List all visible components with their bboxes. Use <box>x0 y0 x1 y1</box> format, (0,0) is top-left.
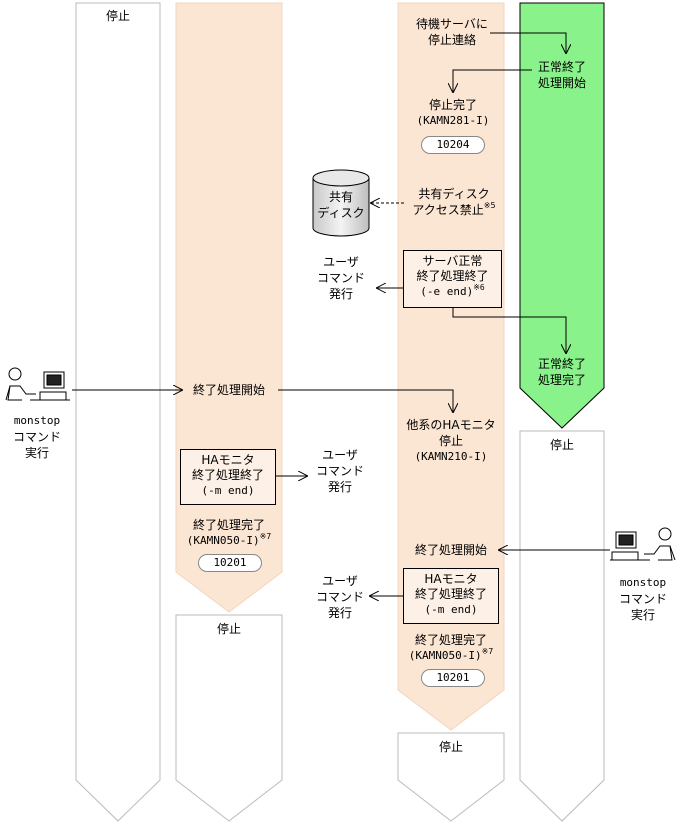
notify-standby-text: 待機サーバに 停止連絡 <box>416 17 488 47</box>
col2-end-complete-pill: 10201 <box>198 554 262 572</box>
column-4-stopped-arrow <box>519 430 605 822</box>
right-operator-icon <box>610 527 676 561</box>
other-ha-stop-text: 他系のHAモニタ 停止 (KAMN210-I) <box>406 418 496 463</box>
col3-end-complete-pill: 10201 <box>421 669 485 687</box>
user-command-label-upper: ユーザ コマンド 発行 <box>316 255 365 301</box>
arrow-server-end-to-col4 <box>452 308 566 353</box>
stop-complete-text: 停止完了 (KAMN281-I) <box>416 98 490 127</box>
user-command-label-middle: ユーザ コマンド 発行 <box>315 448 364 494</box>
right-operator-label: monstop コマンド 実行 <box>618 576 667 622</box>
column-3-stopped-arrow <box>397 732 505 822</box>
column-3-status: 停止 <box>438 740 463 754</box>
arrow-col4-to-stop-complete <box>453 69 532 92</box>
arrow-notify-to-col4 <box>490 32 566 53</box>
left-operator-label: monstop コマンド 実行 <box>12 414 61 460</box>
column-1-arrow <box>75 2 161 822</box>
column-1-status: 停止 <box>105 9 130 23</box>
column-2-stopped-arrow <box>175 614 283 822</box>
column-4-status: 停止 <box>549 438 574 452</box>
col3-end-start-text: 終了処理開始 <box>414 543 487 557</box>
shared-disk-label: 共有 ディスク <box>317 190 365 220</box>
col3-ha-end-box: HAモニタ 終了処理終了 (-m end) <box>403 568 499 624</box>
col2-end-start-text: 終了処理開始 <box>192 383 265 397</box>
stop-complete-pill: 10204 <box>421 136 485 154</box>
user-command-label-lower: ユーザ コマンド 発行 <box>315 574 364 620</box>
normal-end-complete-text: 正常終了 処理完了 <box>537 357 586 387</box>
column-4-active-arrow <box>519 2 605 429</box>
server-end-box: サーバ正常 終了処理終了 (-e end)※6 <box>403 250 502 308</box>
col2-end-complete-text: 終了処理完了 (KAMN050-I)※7 <box>186 518 272 547</box>
col3-end-complete-text: 終了処理完了 (KAMN050-I)※7 <box>408 633 494 662</box>
arrow-col2-to-col3 <box>278 389 453 412</box>
normal-end-start-text: 正常終了 処理開始 <box>537 60 586 90</box>
shared-disk-icon <box>312 169 370 237</box>
left-operator-icon <box>5 367 70 401</box>
disk-access-ban-text: 共有ディスク アクセス禁止※5 <box>412 187 496 217</box>
column-2-status: 停止 <box>216 622 241 636</box>
column-3-active-arrow <box>397 2 505 731</box>
col2-ha-end-box: HAモニタ 終了処理終了 (-m end) <box>180 449 276 505</box>
